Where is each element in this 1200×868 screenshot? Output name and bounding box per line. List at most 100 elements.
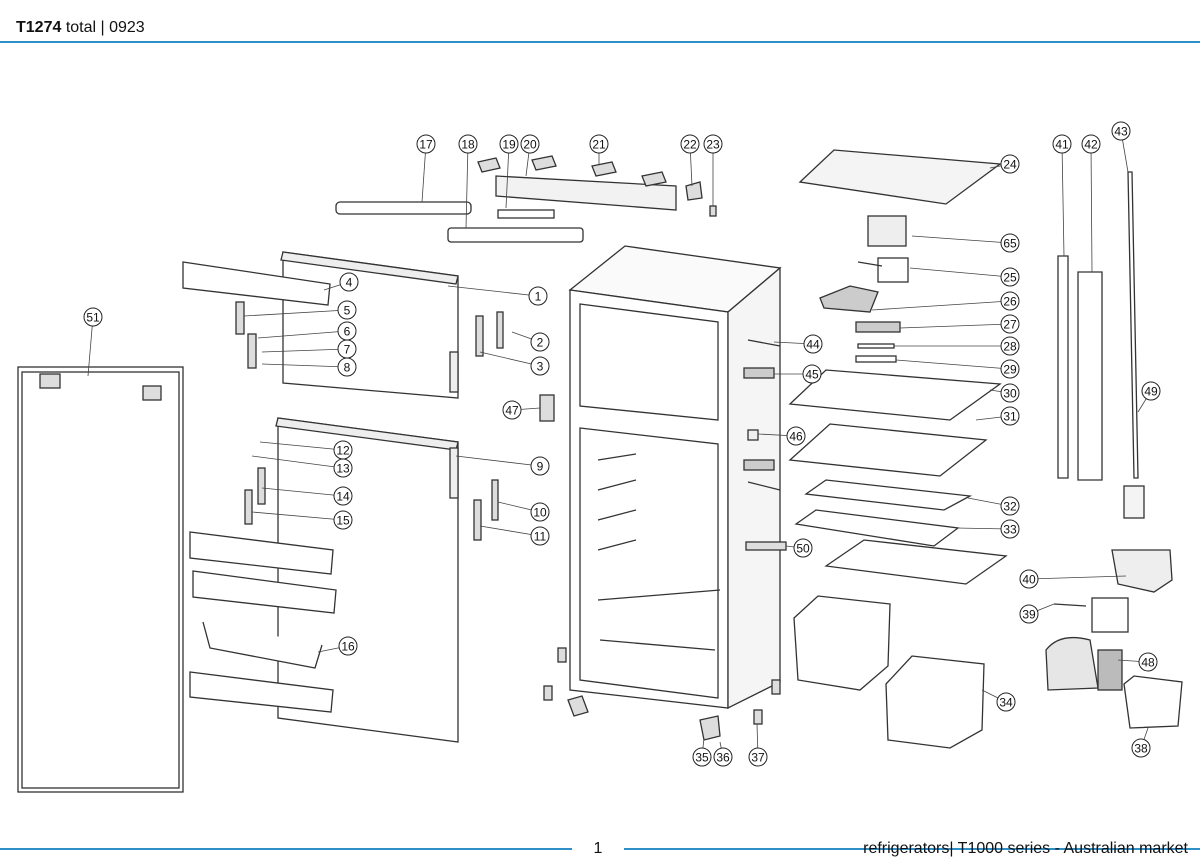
callout-number: 40	[1022, 573, 1036, 587]
callout-circle	[1000, 267, 1020, 287]
callout-43: 43	[1111, 121, 1131, 141]
callout-30: 30	[1000, 383, 1020, 403]
callout-number: 19	[502, 138, 516, 152]
feet	[543, 647, 781, 741]
footer-market-text: refrigerators| T1000 series - Australian…	[863, 840, 1188, 857]
callout-51: 51	[83, 307, 103, 327]
callout-circle	[680, 134, 700, 154]
callout-47: 47	[502, 400, 522, 420]
callout-number: 23	[706, 138, 720, 152]
callout-circle	[416, 134, 436, 154]
callout-number: 46	[789, 430, 803, 444]
callout-number: 47	[505, 404, 519, 418]
exploded-parts-diagram: 1234567891011121314151617181920212223242…	[17, 121, 1183, 793]
callout-23: 23	[703, 134, 723, 154]
callout-number: 51	[86, 311, 100, 325]
leader-line-15	[251, 511, 344, 521]
leader-line-41	[1061, 143, 1065, 257]
callout-number: 65	[1003, 237, 1017, 251]
callout-12: 12	[333, 440, 353, 460]
callout-28: 28	[1000, 336, 1020, 356]
callout-37: 37	[748, 747, 768, 767]
callout-circle	[339, 272, 359, 292]
callout-circle	[333, 486, 353, 506]
callout-circle	[337, 300, 357, 320]
door-bins	[182, 261, 337, 713]
refrigeration-components	[857, 171, 1173, 691]
callout-circle	[530, 456, 550, 476]
callout-49: 49	[1141, 381, 1161, 401]
callout-circle	[530, 502, 550, 522]
callout-circle	[458, 134, 478, 154]
callout-number: 42	[1084, 138, 1098, 152]
callout-25: 25	[1000, 267, 1020, 287]
callout-number: 41	[1055, 138, 1069, 152]
cabinet-body	[568, 245, 782, 710]
callout-circle	[1111, 121, 1131, 141]
leader-line-12	[259, 441, 344, 451]
callout-circle	[530, 332, 550, 352]
crisper-drawers	[793, 595, 1183, 749]
callout-circle	[1081, 134, 1101, 154]
callout-31: 31	[1000, 406, 1020, 426]
callout-circle	[1000, 233, 1020, 253]
callout-number: 31	[1003, 410, 1017, 424]
callout-number: 48	[1141, 656, 1155, 670]
leader-line-14	[261, 487, 344, 497]
leader-line-11	[479, 525, 541, 537]
callout-circle	[528, 286, 548, 306]
callout-40: 40	[1019, 569, 1039, 589]
callout-27: 27	[1000, 314, 1020, 334]
leader-line-26	[871, 300, 1011, 311]
leader-line-40	[1028, 575, 1127, 580]
callout-circle	[1000, 291, 1020, 311]
callout-circle	[1019, 569, 1039, 589]
callout-8: 8	[337, 357, 357, 377]
callout-circle	[748, 747, 768, 767]
callout-circle	[1131, 738, 1151, 758]
leader-line-8	[261, 363, 348, 368]
callout-number: 39	[1022, 608, 1036, 622]
callout-2: 2	[530, 332, 550, 352]
callout-39: 39	[1019, 604, 1039, 624]
leader-line-29	[895, 359, 1011, 370]
leader-line-6	[257, 330, 348, 339]
callout-number: 21	[592, 138, 606, 152]
callout-circle	[1138, 652, 1158, 672]
callout-number: 16	[341, 640, 355, 654]
callout-number: 27	[1003, 318, 1017, 332]
callout-38: 38	[1131, 738, 1151, 758]
callout-circle	[338, 636, 358, 656]
callout-circle	[996, 692, 1016, 712]
header-rule	[0, 41, 1200, 43]
callout-circle	[337, 357, 357, 377]
callout-number: 45	[805, 368, 819, 382]
control-assembly	[335, 155, 717, 243]
callout-42: 42	[1081, 134, 1101, 154]
callout-32: 32	[1000, 496, 1020, 516]
title-suffix: total | 0923	[61, 19, 145, 36]
leader-line-3	[479, 351, 541, 367]
leader-line-27	[899, 323, 1011, 329]
callout-circle	[803, 334, 823, 354]
callout-circle	[1000, 496, 1020, 516]
footer-rule-left	[0, 848, 572, 850]
callout-number: 20	[523, 138, 537, 152]
callout-number: 38	[1134, 742, 1148, 756]
callout-6: 6	[337, 321, 357, 341]
callout-circle	[530, 356, 550, 376]
callout-48: 48	[1138, 652, 1158, 672]
leader-line-5	[243, 309, 348, 317]
callout-21: 21	[589, 134, 609, 154]
callout-circle	[530, 526, 550, 546]
callout-circle	[502, 400, 522, 420]
callout-number: 30	[1003, 387, 1017, 401]
callout-number: 43	[1114, 125, 1128, 139]
callout-7: 7	[337, 339, 357, 359]
leader-line-25	[909, 267, 1011, 278]
leader-line-9	[455, 455, 541, 467]
leader-line-7	[261, 348, 348, 353]
callout-number: 26	[1003, 295, 1017, 309]
callout-number: 36	[716, 751, 730, 765]
